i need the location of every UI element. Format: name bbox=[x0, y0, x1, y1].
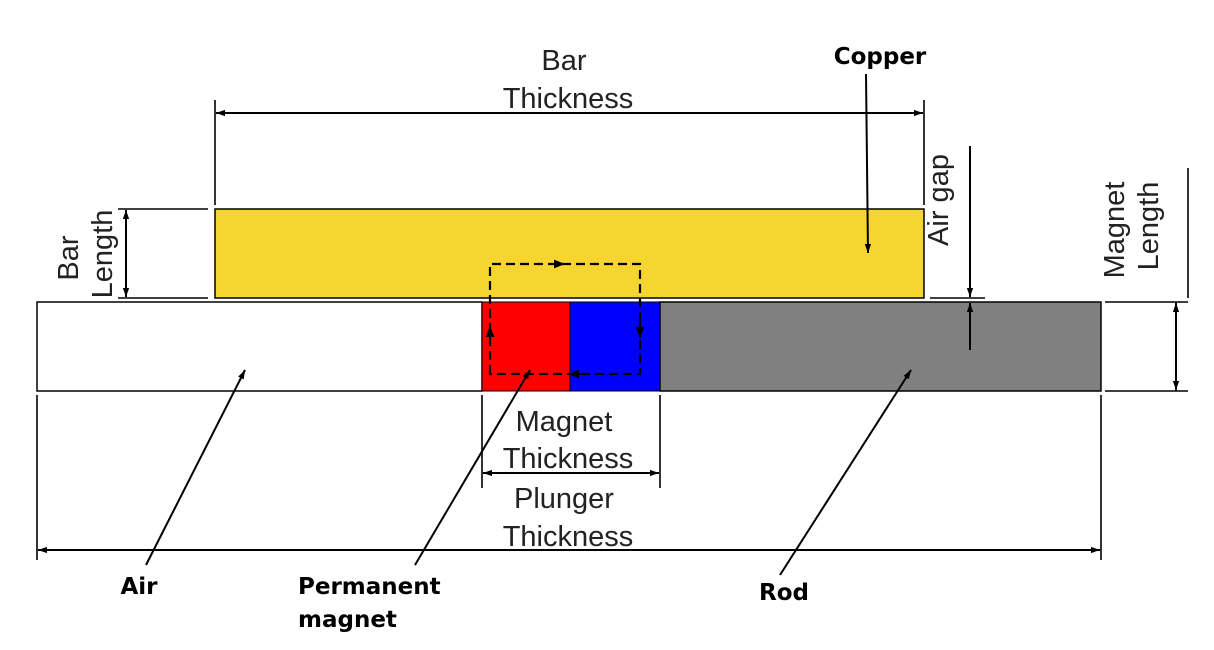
magnet-south-region bbox=[569, 301, 661, 392]
copper-bar bbox=[214, 208, 925, 299]
callout-leaders bbox=[145, 73, 912, 576]
copper-callout: Copper bbox=[834, 44, 927, 70]
bar-thickness-label: Bar Thickness bbox=[503, 45, 634, 115]
air-region bbox=[36, 301, 483, 392]
copper-leader bbox=[864, 73, 872, 254]
flux-path bbox=[485, 259, 645, 379]
rod-callout: Rod bbox=[759, 580, 809, 606]
air-gap-label: Air gap bbox=[923, 154, 955, 246]
air-callout: Air bbox=[120, 574, 158, 600]
bar-length-label: Bar Length bbox=[53, 210, 119, 299]
rod-region bbox=[659, 301, 1102, 392]
permanent-magnet-callout: Permanent magnet bbox=[298, 574, 449, 633]
plunger-thickness-label: Plunger Thickness bbox=[503, 483, 634, 553]
dimension-lines bbox=[38, 109, 1180, 554]
permanent-magnet-leader bbox=[414, 369, 531, 566]
rod-leader bbox=[779, 369, 912, 576]
air-leader bbox=[145, 369, 246, 566]
magnet-length-label: Magnet Length bbox=[1099, 174, 1165, 279]
magnet-thickness-label: Magnet Thickness bbox=[503, 406, 634, 475]
